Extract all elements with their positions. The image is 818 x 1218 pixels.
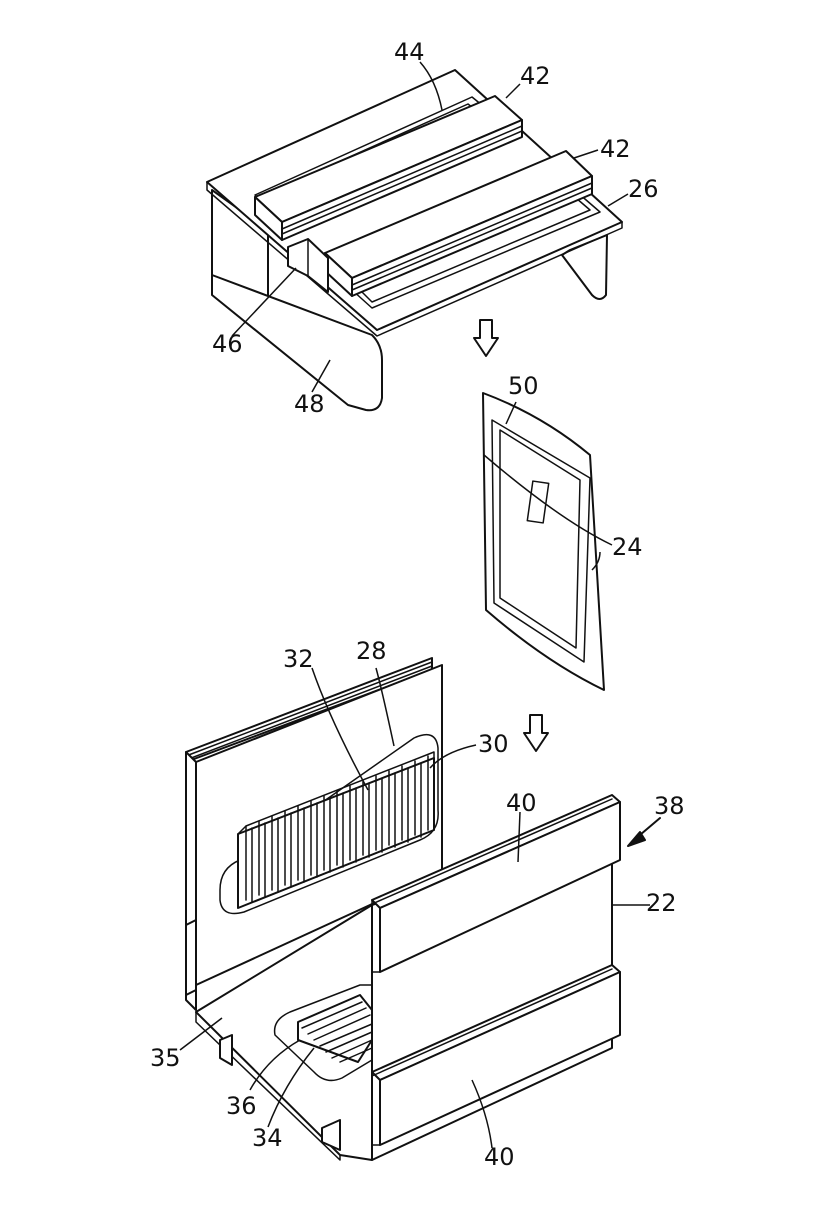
label-26: 26 bbox=[628, 175, 659, 203]
label-35: 35 bbox=[150, 1044, 181, 1072]
label-22: 22 bbox=[646, 889, 677, 917]
label-36: 36 bbox=[226, 1092, 257, 1120]
label-32: 32 bbox=[283, 645, 314, 673]
label-34: 34 bbox=[252, 1124, 283, 1152]
down-arrow-icon bbox=[524, 715, 548, 751]
label-24: 24 bbox=[612, 533, 643, 561]
label-30: 30 bbox=[478, 730, 509, 758]
film-24 bbox=[483, 393, 604, 690]
label-42-back: 42 bbox=[520, 62, 551, 90]
label-38: 38 bbox=[654, 792, 685, 820]
label-40-lower: 40 bbox=[484, 1143, 515, 1171]
down-arrow-icon bbox=[474, 320, 498, 356]
label-48: 48 bbox=[294, 390, 325, 418]
label-40-upper: 40 bbox=[506, 789, 537, 817]
label-46: 46 bbox=[212, 330, 243, 358]
label-28: 28 bbox=[356, 637, 387, 665]
label-44: 44 bbox=[394, 38, 425, 66]
label-50: 50 bbox=[508, 372, 539, 400]
bottom-assembly bbox=[186, 658, 620, 1160]
top-assembly bbox=[207, 70, 622, 410]
label-42-front: 42 bbox=[600, 135, 631, 163]
